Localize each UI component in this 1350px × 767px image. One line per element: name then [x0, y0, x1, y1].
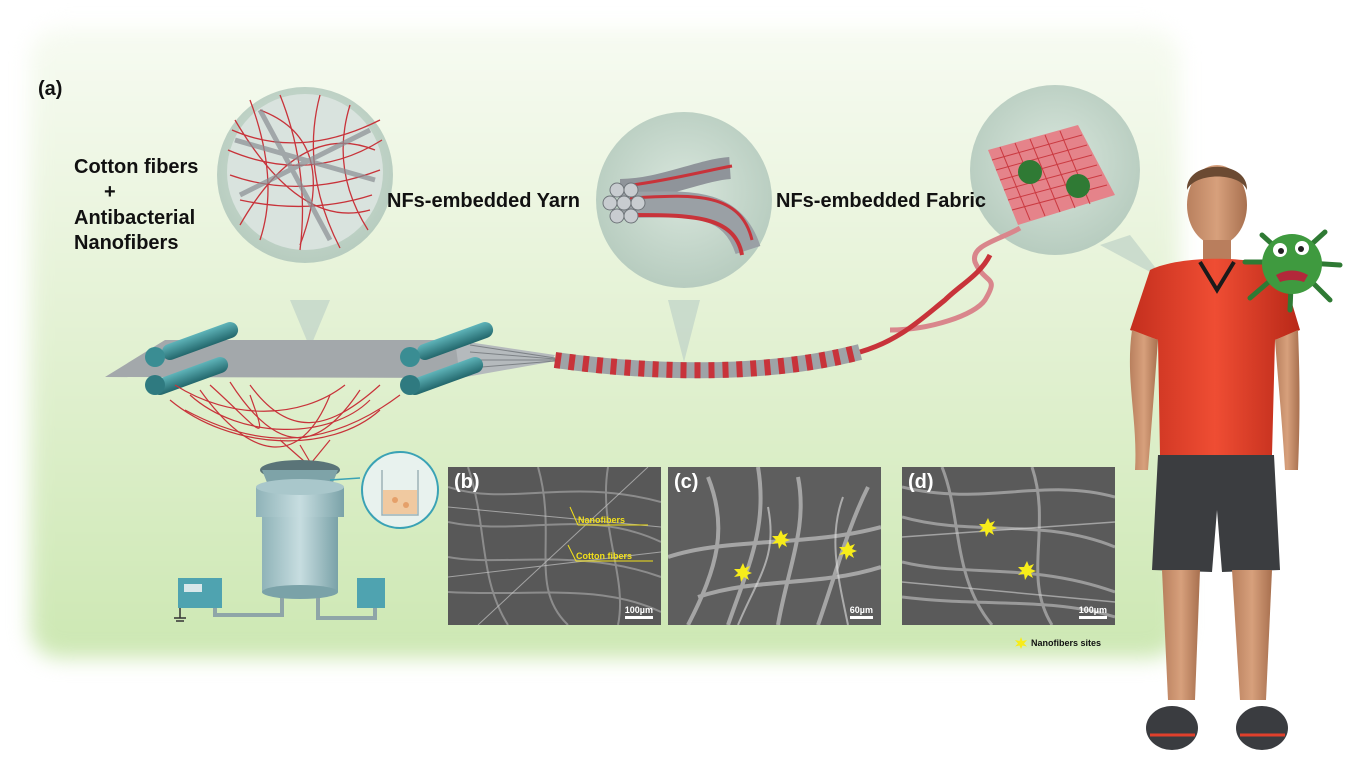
scale-bar-c: 60µm [849, 605, 873, 619]
fabric-magnifier [889, 85, 1165, 333]
sem-panel-b: (b) Nanofibers Cotton fibers 100µm [448, 467, 661, 625]
sem-texture-c [668, 467, 881, 625]
input-label-nanofibers: Nanofibers [74, 232, 179, 254]
yarn-magnifier [596, 112, 772, 362]
legend: Nanofibers sites [1015, 637, 1101, 649]
beaker-inset [329, 451, 439, 529]
fiber-spray [169, 381, 401, 463]
web-magnifier [217, 87, 393, 348]
sem-panel-d: (d) 100µm [902, 467, 1115, 625]
sem-panel-c: (c) 60µm [668, 467, 881, 625]
input-label-plus: + [104, 181, 116, 203]
input-label-cotton: Cotton fibers [74, 156, 199, 178]
roller-right [400, 322, 494, 395]
sem-label-b: (b) [454, 471, 480, 493]
yarn-strand [553, 253, 993, 379]
scale-bar-d: 100µm [1078, 605, 1107, 619]
sem-texture-b [448, 467, 661, 625]
sem-label-c: (c) [674, 471, 699, 493]
electrospinning-device [174, 460, 385, 622]
sem-label-d: (d) [908, 471, 934, 493]
germ-icon [1242, 229, 1343, 313]
nanofiber-site-icon [1015, 637, 1027, 649]
roller-left [145, 322, 239, 395]
legend-label: Nanofibers sites [1031, 638, 1102, 648]
annotation-nanofibers: Nanofibers [578, 515, 626, 525]
sem-texture-d [902, 467, 1115, 625]
fabric-label: NFs-embedded Fabric [776, 190, 987, 212]
annotation-cotton-fibers: Cotton fibers [576, 551, 632, 561]
input-label-antibacterial: Antibacterial [74, 207, 196, 229]
scale-bar-b: 100µm [624, 605, 653, 619]
athlete-figure [1129, 165, 1300, 750]
yarn-label: NFs-embedded Yarn [387, 190, 581, 212]
panel-label-a: (a) [38, 78, 63, 100]
